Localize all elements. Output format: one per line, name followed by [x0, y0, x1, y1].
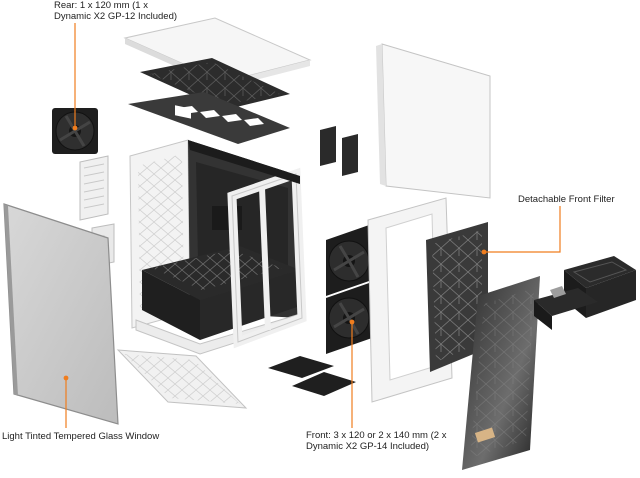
foam-pads [268, 356, 356, 396]
hdd-brackets [320, 126, 358, 176]
leader-front-filter [484, 206, 561, 253]
callout-glass-panel-line-1: Light Tinted Tempered Glass Window [2, 431, 160, 442]
front-fans [326, 224, 372, 354]
callout-front-fans: Front: 3 x 120 or 2 x 140 mm (2 x Dynami… [306, 430, 446, 452]
front-panel [462, 276, 540, 470]
callout-rear-fan-line-1: Rear: 1 x 120 mm (1 x [54, 0, 148, 11]
top-dust-filter [140, 58, 290, 110]
dot-front-filter [481, 249, 487, 255]
chassis [129, 139, 307, 355]
callout-glass-panel: Light Tinted Tempered Glass Window [2, 431, 159, 442]
rear-fan [52, 108, 98, 154]
callout-rear-fan-line-2: Dynamic X2 GP-12 Included) [54, 11, 178, 22]
solid-side-panel [376, 43, 491, 199]
dot-front-fans [349, 319, 355, 325]
callout-rear-fan: Rear: 1 x 120 mm (1 x Dynamic X2 GP-12 I… [54, 0, 177, 22]
ssd-tray [534, 286, 598, 330]
tempered-glass-panel [3, 203, 119, 425]
dot-glass [63, 375, 69, 381]
callout-front-filter-line-1: Detachable Front Filter [518, 194, 615, 205]
callout-front-filter: Detachable Front Filter [518, 194, 615, 205]
front-filter [426, 222, 488, 372]
callout-front-fans-line-2: Dynamic X2 GP-14 Included) [306, 441, 430, 452]
callout-front-fans-line-1: Front: 3 x 120 or 2 x 140 mm (2 x [306, 430, 447, 441]
leader-lines [63, 23, 561, 428]
top-bracket [128, 92, 290, 144]
expansion-slot-covers [79, 155, 109, 221]
dot-rear-fan [72, 125, 78, 131]
bottom-dust-filter [116, 349, 248, 409]
